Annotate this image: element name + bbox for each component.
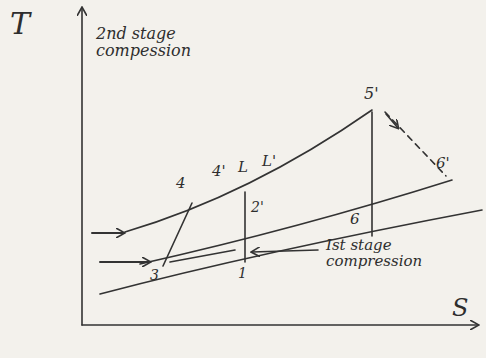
low-pressure-line	[100, 210, 482, 294]
mid-pressure-line	[140, 180, 452, 264]
state-point: 4'	[212, 164, 226, 180]
state-point: 6	[350, 212, 360, 228]
state-point: 6'	[436, 156, 450, 172]
expansion-arrow	[386, 114, 398, 128]
state-point: 1	[238, 266, 247, 281]
cooling-line	[170, 250, 235, 262]
state-point: 2'	[251, 200, 264, 215]
high-pressure-line	[125, 110, 372, 232]
second-stage-line	[371, 112, 373, 236]
state-point: L	[238, 160, 248, 176]
first-stage-line	[244, 192, 246, 262]
axis-label: T	[10, 8, 30, 40]
leader-line	[252, 250, 318, 252]
t-axis	[81, 8, 83, 325]
s-axis	[82, 324, 478, 326]
inlet-arrow	[92, 232, 124, 234]
state-point: 4	[176, 176, 186, 192]
intercool-line	[163, 203, 192, 266]
inlet-arrow-low	[100, 261, 150, 263]
axis-label: S	[452, 296, 468, 321]
state-point: 5'	[364, 86, 379, 103]
state-point: L'	[262, 154, 276, 170]
stage-note: Ist stage compression	[326, 238, 444, 270]
state-point: 3	[150, 268, 159, 283]
stage-note: 2nd stage compession	[96, 26, 206, 60]
